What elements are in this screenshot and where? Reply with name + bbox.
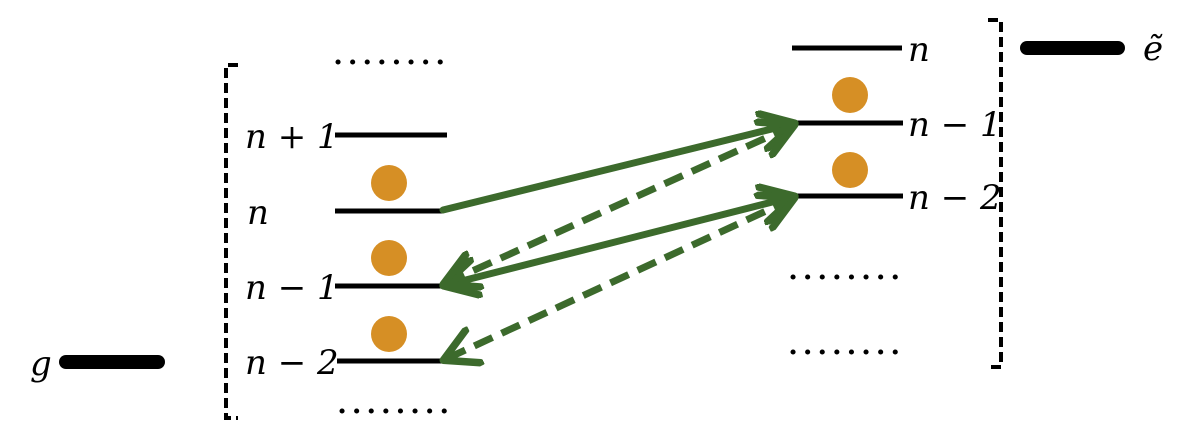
ground-manifold-bracket [224, 63, 238, 420]
ground-level-label: n − 2 [245, 343, 339, 383]
solid-transition-arrow [446, 197, 792, 285]
excited-state-label: ẽ [1143, 29, 1163, 69]
excited-level-label: n − 2 [908, 178, 1002, 218]
dashed-transition-arrow [446, 126, 792, 283]
excited-levels [792, 45, 903, 199]
transitions [443, 124, 792, 359]
ground-level-label: n + 1 [245, 117, 339, 157]
ground-levels [335, 132, 447, 364]
occupied-dot [832, 77, 868, 113]
excited-manifold-bracket [988, 18, 1003, 369]
ground-level-label: n − 1 [245, 268, 339, 308]
solid-transition-arrow [439, 124, 792, 214]
occupied-dot [371, 240, 407, 276]
dashed-transition-arrow [446, 199, 792, 359]
occupied-dot [832, 152, 868, 188]
occupied-dot [371, 316, 407, 352]
occupied-dot [371, 165, 407, 201]
ground-level-label: n [247, 193, 269, 233]
excited-level-label: n [908, 30, 930, 70]
excited-level-label: n − 1 [908, 105, 1002, 145]
ground-state-label: g [30, 344, 52, 384]
occupation-dots [371, 77, 868, 352]
